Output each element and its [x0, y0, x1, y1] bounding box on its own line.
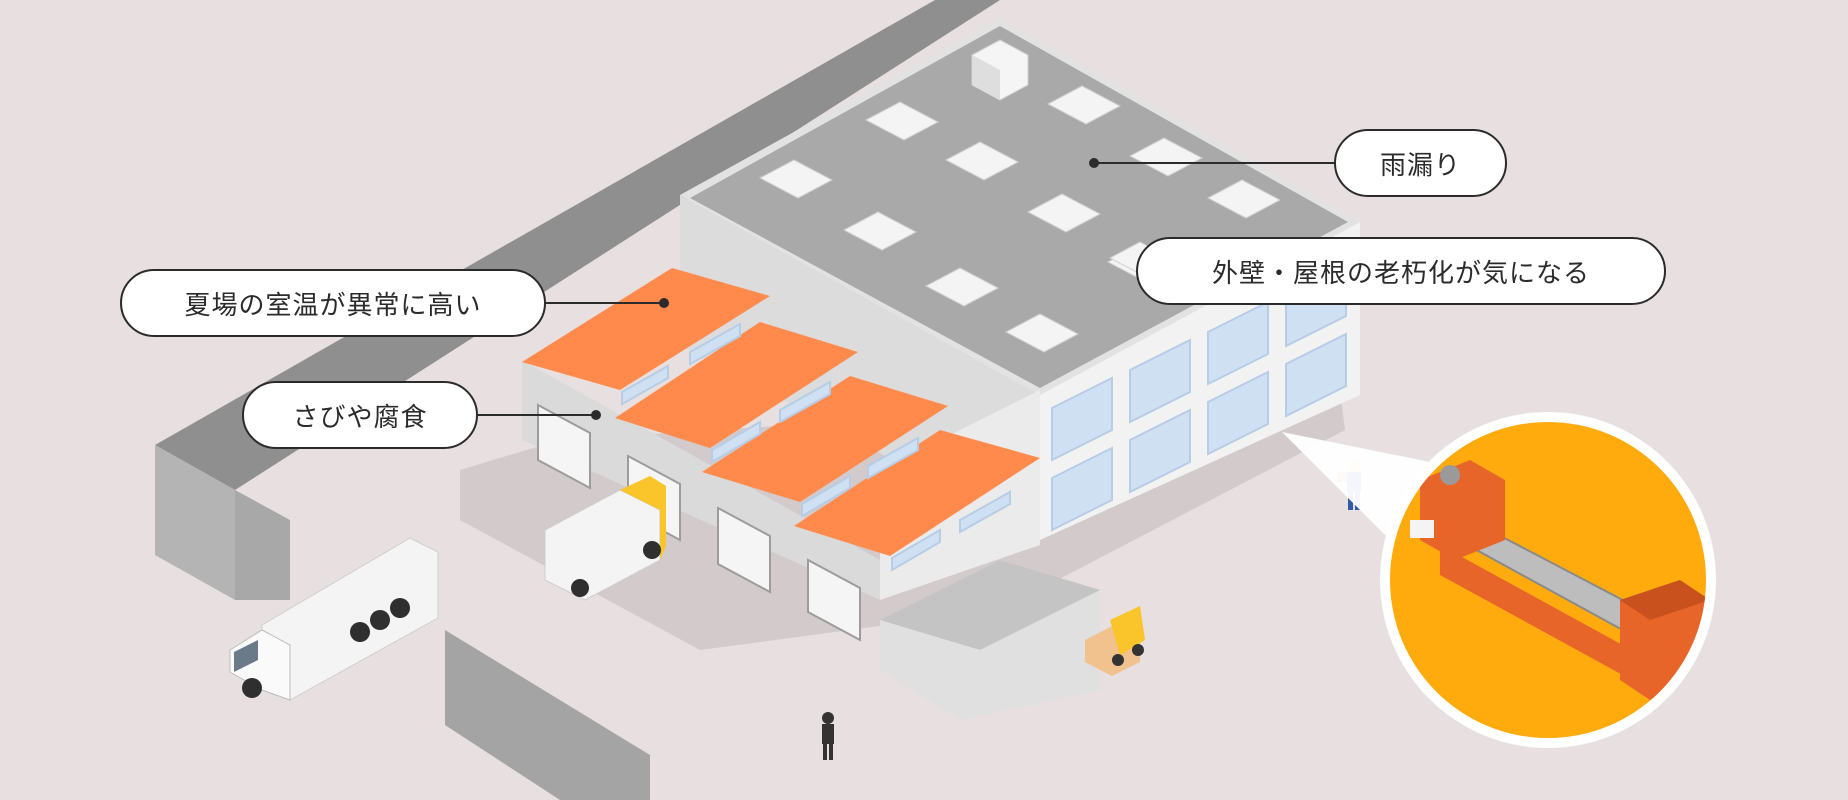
leader-lines [476, 162, 1336, 416]
worker-bottom [822, 712, 834, 760]
callout-aging: 外壁・屋根の老朽化が気になる [1136, 237, 1666, 305]
truck-small [544, 476, 666, 601]
leader-dots [591, 158, 1099, 420]
orange-roofs [522, 268, 1040, 556]
forklift [1085, 606, 1145, 676]
machine-left [1420, 460, 1505, 560]
callout-heat: 夏場の室温が異常に高い [120, 269, 546, 337]
callout-leak: 雨漏り [1334, 129, 1507, 197]
annex-building [522, 268, 1100, 720]
perimeter-wall [155, 0, 1000, 800]
zoom-circle [1380, 412, 1716, 748]
rooftop-unit [971, 39, 1029, 101]
callout-rust: さびや腐食 [242, 381, 478, 449]
truck-large [229, 537, 439, 701]
